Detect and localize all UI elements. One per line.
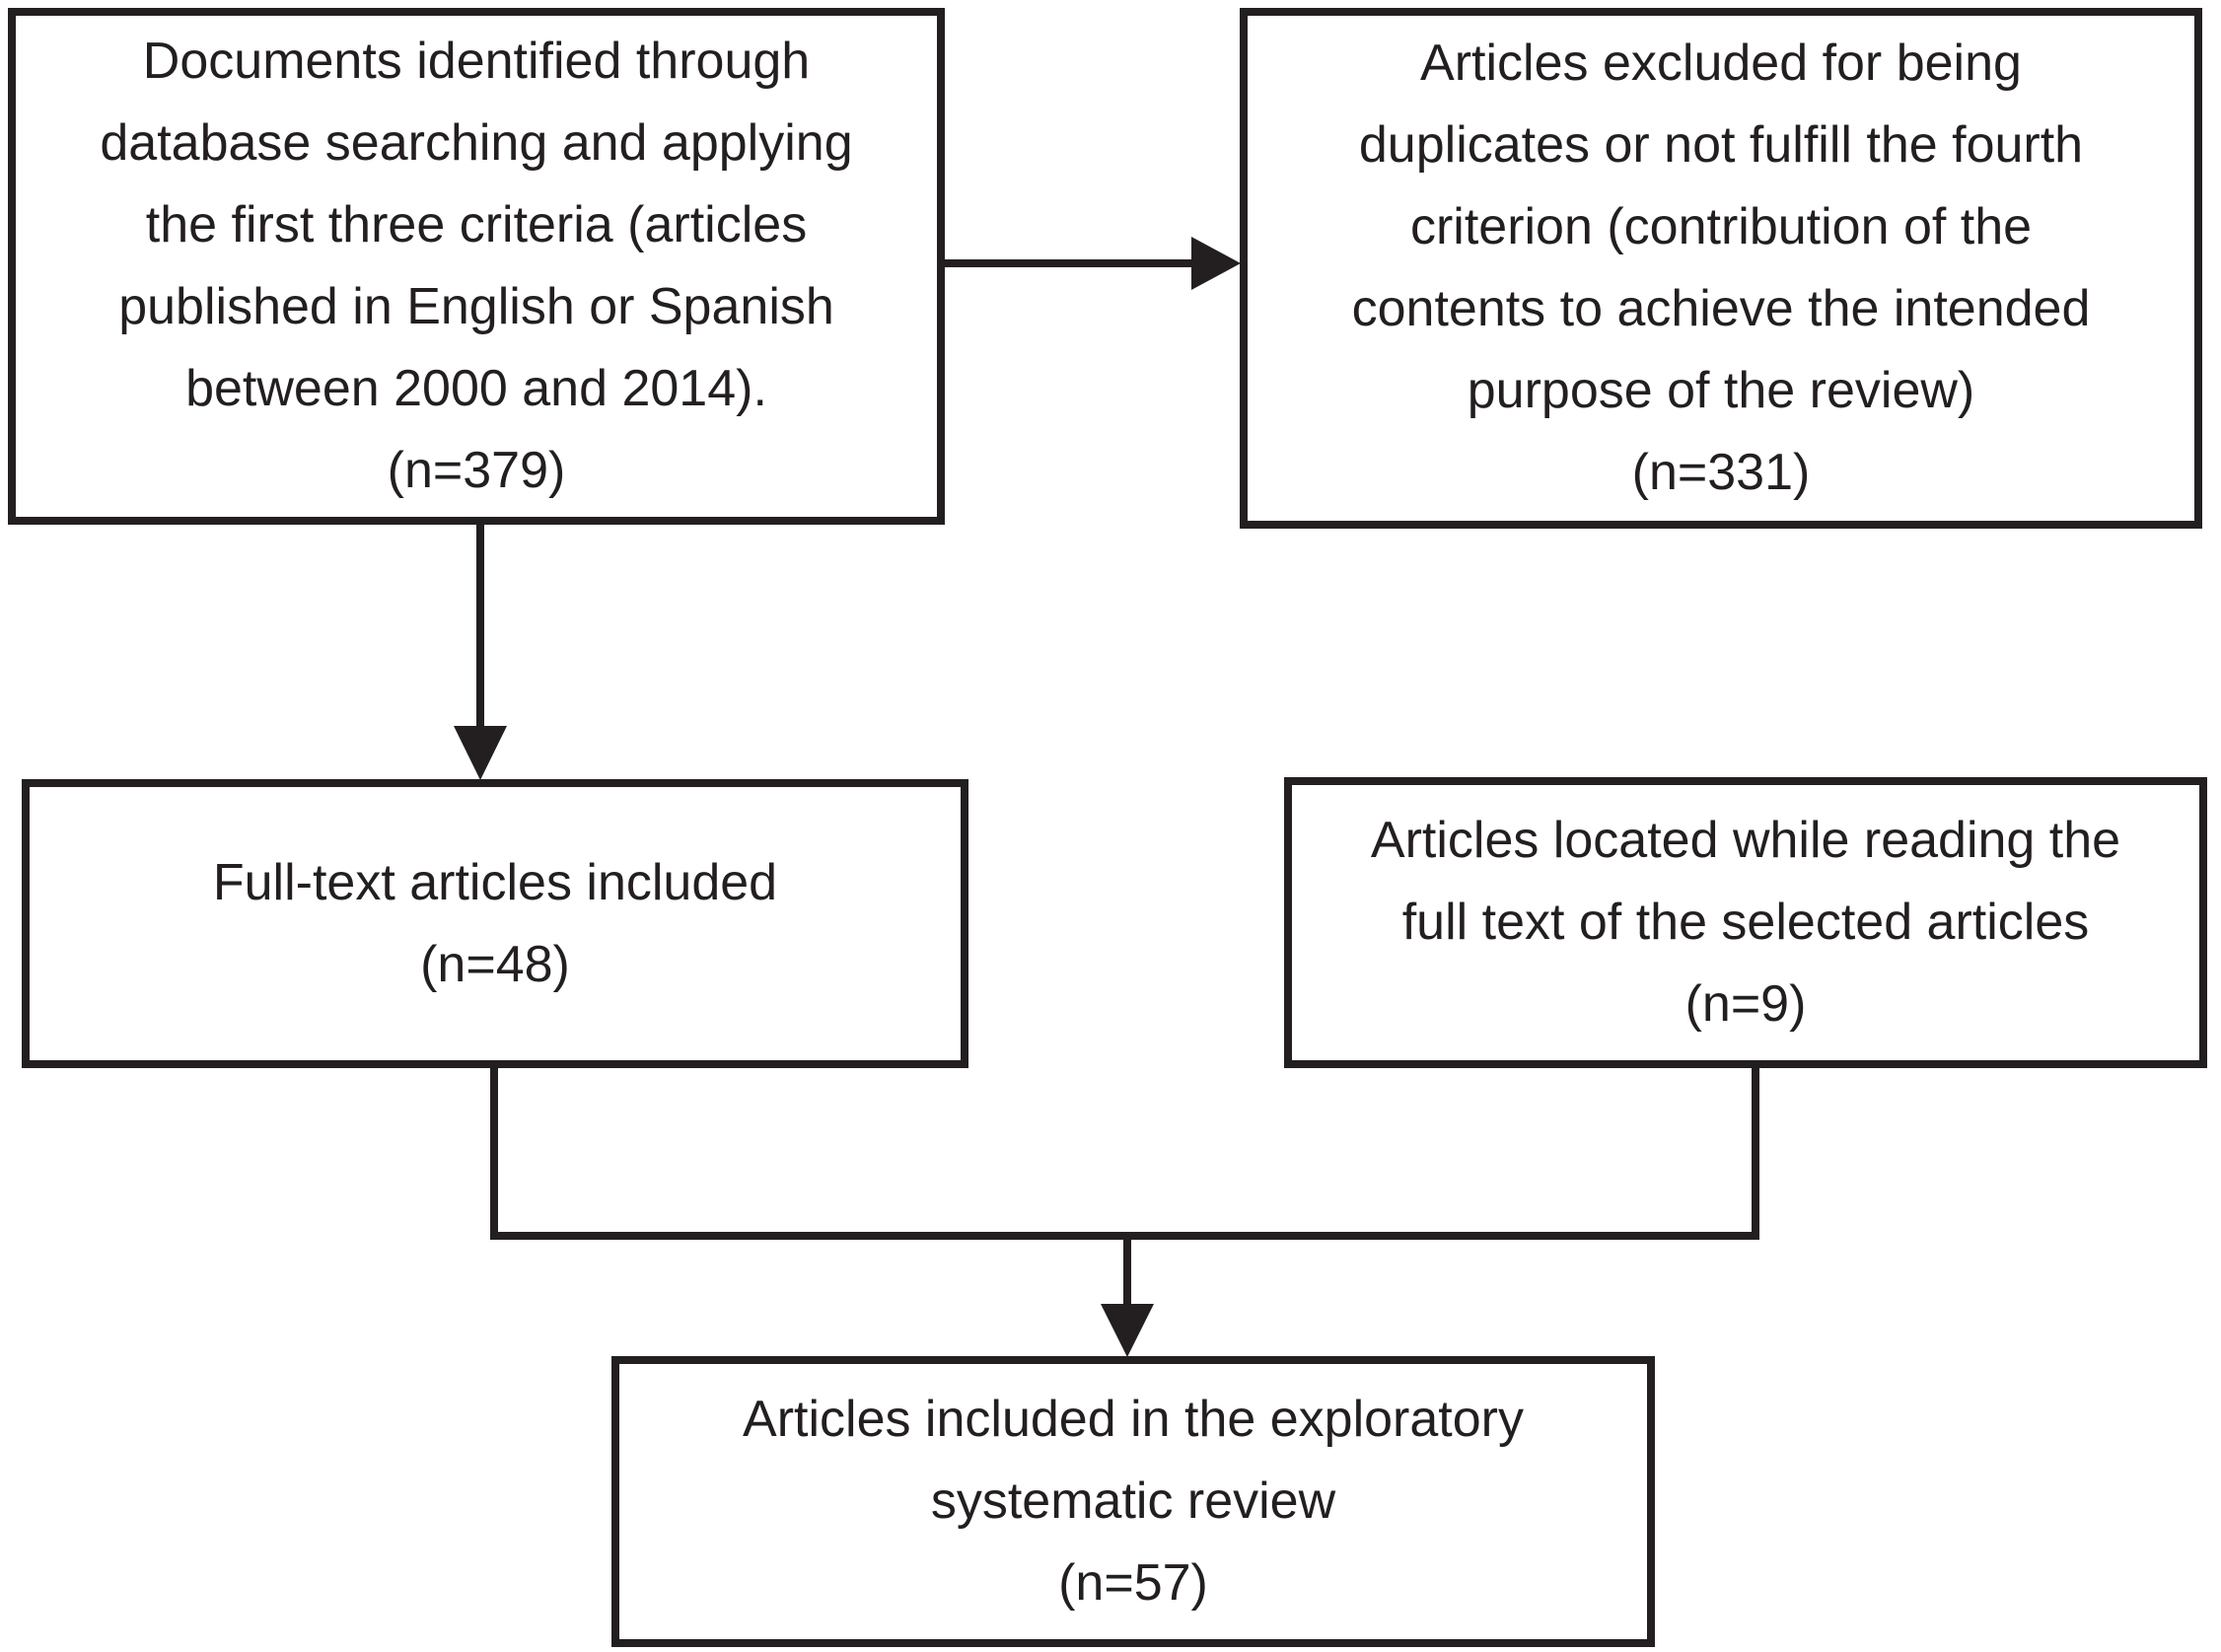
box-articles-excluded: Articles excluded for being duplicates o… bbox=[1240, 8, 2202, 529]
box-documents-identified: Documents identified through database se… bbox=[8, 8, 945, 525]
box-articles-excluded-count: (n=331) bbox=[1631, 444, 1811, 501]
box-documents-identified-text: Documents identified through database se… bbox=[100, 33, 853, 417]
box-fulltext-included-count: (n=48) bbox=[420, 935, 570, 993]
box-fulltext-included: Full-text articles included (n=48) bbox=[22, 779, 968, 1068]
arrow-merge-to-included-head bbox=[1101, 1304, 1154, 1357]
box-documents-identified-count: (n=379) bbox=[387, 442, 566, 499]
box-articles-located-text: Articles located while reading the full … bbox=[1370, 812, 2121, 951]
box-articles-located: Articles located while reading the full … bbox=[1284, 777, 2207, 1068]
connector-merge-line bbox=[490, 1068, 1759, 1240]
box-articles-included-review-text: Articles included in the exploratory sys… bbox=[743, 1391, 1524, 1530]
arrow-identified-to-fulltext-head bbox=[454, 726, 507, 780]
box-articles-excluded-text: Articles excluded for being duplicates o… bbox=[1351, 35, 2091, 419]
box-articles-included-review: Articles included in the exploratory sys… bbox=[611, 1356, 1655, 1647]
box-articles-included-review-count: (n=57) bbox=[1058, 1554, 1208, 1612]
box-articles-located-count: (n=9) bbox=[1684, 975, 1807, 1033]
box-fulltext-included-text: Full-text articles included bbox=[212, 853, 778, 911]
arrow-identified-to-excluded-head bbox=[1191, 237, 1241, 290]
